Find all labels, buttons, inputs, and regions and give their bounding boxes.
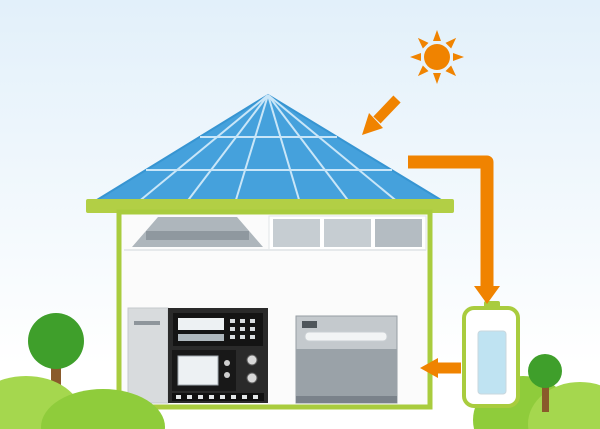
sun-ray: [453, 53, 464, 61]
strip-button: [231, 395, 236, 399]
solar-grid-line: [234, 94, 269, 204]
sun-core: [424, 44, 450, 70]
arrow-head: [474, 286, 500, 304]
knob: [246, 372, 258, 384]
sun-ray: [417, 65, 429, 77]
sun-ray: [445, 37, 457, 49]
strip-button: [209, 395, 214, 399]
cabinet-handle: [134, 321, 160, 325]
dishwasher-handle: [304, 331, 388, 342]
microwave-button: [224, 372, 230, 378]
solar-grid-line: [136, 94, 269, 204]
strip-button: [220, 395, 225, 399]
window-pane: [273, 219, 320, 247]
house: [116, 209, 433, 410]
knob: [246, 354, 258, 366]
display: [178, 334, 224, 341]
tree-trunk: [542, 386, 549, 412]
greenery-left: [0, 313, 165, 429]
dishwasher-front: [296, 349, 397, 397]
dishwasher: [295, 315, 398, 404]
window-pane: [375, 219, 422, 247]
sun-ray: [433, 30, 441, 41]
battery-icon: [462, 301, 520, 408]
arrow-head: [420, 358, 438, 378]
control-button: [250, 335, 255, 339]
strip-button: [187, 395, 192, 399]
battery-level: [477, 330, 507, 395]
solar-grid-line: [267, 94, 351, 204]
control-button: [240, 327, 245, 331]
solar-grid-line: [267, 94, 301, 204]
solar-grid-line: [185, 94, 269, 204]
battery-to-house-arrow-icon: [420, 358, 461, 378]
window-pane: [324, 219, 371, 247]
control-button: [240, 335, 245, 339]
sun-ray: [445, 65, 457, 77]
sun-ray: [417, 37, 429, 49]
bush-icon: [41, 389, 165, 429]
sun-ray: [433, 73, 441, 84]
control-button: [230, 335, 235, 339]
tree-crown: [528, 354, 562, 388]
sun-ray: [410, 53, 421, 61]
sunlight-arrow-icon: [362, 95, 401, 135]
strip-button: [176, 395, 181, 399]
dishwasher-kick: [296, 396, 397, 403]
arrow-head: [362, 113, 383, 135]
control-button: [250, 319, 255, 323]
microwave-button: [224, 360, 230, 366]
microwave-window: [177, 355, 219, 386]
strip-button: [242, 395, 247, 399]
sun-icon: [410, 30, 464, 84]
dishwasher-badge: [302, 321, 317, 328]
kitchen-appliance: [168, 308, 268, 403]
floor-line: [124, 249, 426, 251]
control-button: [250, 327, 255, 331]
solar-grid-line: [267, 94, 400, 204]
arrow-shaft: [373, 95, 401, 124]
tree-crown: [28, 313, 84, 369]
control-button: [240, 319, 245, 323]
arrow-shaft: [408, 155, 494, 288]
display: [178, 318, 224, 330]
strip-button: [198, 395, 203, 399]
strip-button: [253, 395, 258, 399]
control-button: [230, 327, 235, 331]
greenery-right: [473, 354, 600, 429]
button-strip: [172, 393, 264, 401]
control-button: [230, 319, 235, 323]
roof-to-battery-arrow-icon: [408, 155, 500, 304]
range-hood-stripe: [146, 231, 249, 240]
